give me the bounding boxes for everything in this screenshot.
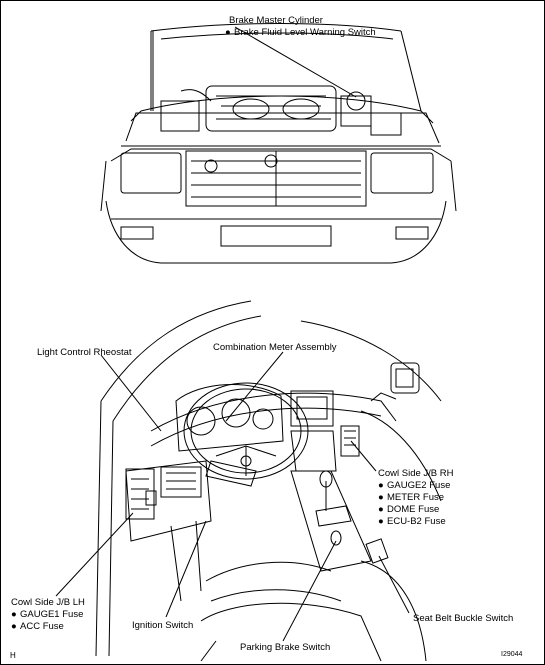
bullet-icon: ● (225, 27, 231, 38)
label-light-control-rheostat: Light Control Rheostat (37, 347, 132, 359)
brake-master-text: Brake Master Cylinder (229, 15, 323, 26)
cowl-rh-title: Cowl Side J/B RH (378, 468, 454, 479)
label-cowl-side-jb-lh: Cowl Side J/B LH ●GAUGE1 Fuse ●ACC Fuse (11, 597, 85, 633)
ignition-text: Ignition Switch (132, 620, 194, 631)
label-brake-fluid-switch: ●Brake Fluid Level Warning Switch (225, 27, 376, 39)
cowl-rh-item: ●GAUGE2 Fuse (378, 480, 451, 491)
bullet-icon: ● (11, 609, 17, 620)
cowl-rh-item: ●METER Fuse (378, 492, 445, 503)
label-ignition-switch: Ignition Switch (132, 620, 193, 632)
label-brake-master-cylinder: Brake Master Cylinder (229, 15, 323, 27)
figure-id: I29044 (501, 651, 523, 658)
seat-belt-text: Seat Belt Buckle Switch (413, 613, 514, 624)
cowl-rh-item: ●ECU-B2 Fuse (378, 516, 446, 527)
interior-drawing (95, 300, 442, 662)
vehicle-front-drawing (100, 23, 457, 264)
brake-fluid-text: Brake Fluid Level Warning Switch (234, 27, 376, 38)
cowl-lh-title: Cowl Side J/B LH (11, 597, 85, 608)
label-cowl-side-jb-rh: Cowl Side J/B RH ●GAUGE2 Fuse ●METER Fus… (378, 468, 454, 528)
bullet-icon: ● (378, 492, 384, 503)
label-combination-meter: Combination Meter Assembly (213, 342, 337, 354)
label-parking-brake-switch: Parking Brake Switch (240, 642, 330, 654)
cowl-rh-item: ●DOME Fuse (378, 504, 440, 515)
combination-meter-text: Combination Meter Assembly (213, 342, 337, 353)
cowl-lh-item: ●GAUGE1 Fuse (11, 609, 84, 620)
bullet-icon: ● (378, 504, 384, 515)
cowl-lh-item: ●ACC Fuse (11, 621, 64, 632)
bullet-icon: ● (378, 480, 384, 491)
bullet-icon: ● (11, 621, 17, 632)
bullet-icon: ● (378, 516, 384, 527)
corner-code: H (10, 651, 16, 660)
parking-brake-text: Parking Brake Switch (240, 642, 331, 653)
label-seat-belt-buckle-switch: Seat Belt Buckle Switch (413, 613, 513, 625)
leader-lines (55, 351, 410, 642)
light-control-text: Light Control Rheostat (37, 347, 132, 358)
